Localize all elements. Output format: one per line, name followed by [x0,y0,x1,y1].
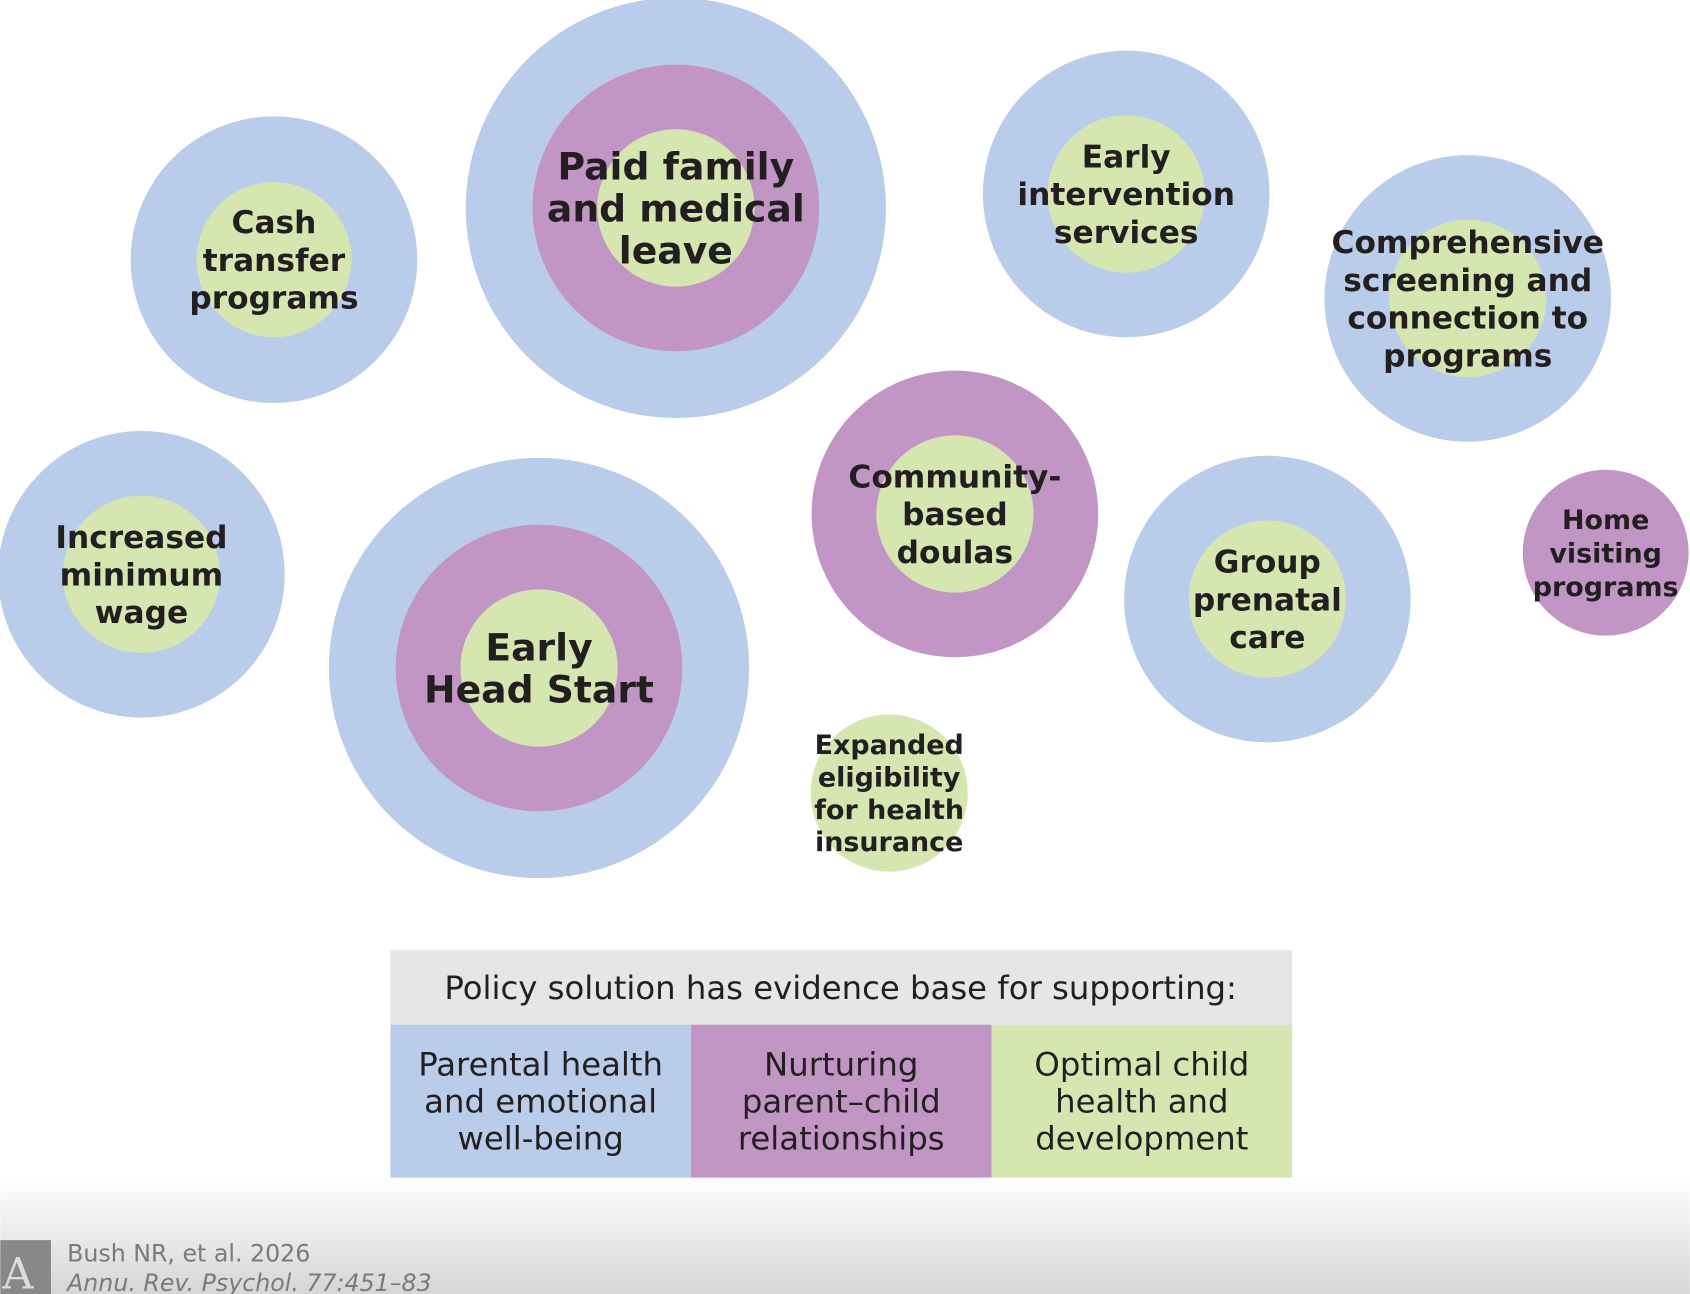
legend-label: and emotional [424,1082,657,1120]
logo-text: A [1,1250,34,1294]
policy-label: screening and [1343,263,1592,299]
citation: Bush NR, et al. 2026 [67,1240,310,1268]
ring-child [1188,520,1347,678]
policy-label: connection to [1347,301,1588,337]
policy-label: wage [95,595,188,631]
legend-label: health and [1055,1082,1228,1120]
legend-label: parent–child [742,1082,941,1120]
legend-label: relationships [738,1120,945,1158]
policy-label: Paid family [558,145,795,189]
policy-label: services [1054,215,1199,251]
policy-label: programs [1383,338,1552,374]
legend: Policy solution has evidence base for su… [390,950,1293,1178]
policy-label: intervention [1017,177,1235,213]
policy-label: doulas [897,535,1013,571]
legend-header: Policy solution has evidence base for su… [444,969,1237,1007]
policy-label: leave [619,229,733,273]
policy-label: care [1229,620,1305,656]
legend-label: well-being [457,1120,623,1158]
policy-label: Early [1082,139,1171,175]
policy-label: programs [189,281,358,317]
policy-label: programs [1533,572,1679,603]
legend-label: Parental health [418,1045,663,1083]
policy-label: and medical [547,187,805,231]
policy-label: Home [1562,505,1649,536]
policy-label: Early [485,626,592,670]
ring-child [196,182,352,338]
ring-child [1047,115,1205,273]
annual-reviews-logo [0,1240,51,1294]
ring-child [876,435,1034,593]
policy-label: for health [814,795,964,826]
legend-swatch [390,1024,691,1178]
policy-label: Cash [232,205,317,241]
footer: A Bush NR, et al. 2026 Annu. Rev. Psycho… [0,1240,432,1294]
ring-child [597,129,755,287]
policy-label: Head Start [424,668,654,712]
policy-label: Expanded [815,730,964,761]
legend-label: Optimal child [1034,1045,1249,1083]
footer-background [0,1174,1690,1294]
policy-label: visiting [1549,538,1662,569]
policy-label: Community- [848,459,1061,495]
policy-label: Group [1214,545,1321,581]
legend-swatch [991,1024,1293,1178]
ring-child [62,495,221,653]
ring-child [1389,219,1547,378]
policy-label: Increased [55,520,227,556]
ring-child [460,589,618,747]
legend-swatch [690,1024,992,1178]
ring-relationships [1522,469,1689,636]
policy-label: eligibility [818,763,961,794]
journal-reference: Annu. Rev. Psychol. 77:451–83 [65,1269,432,1294]
policy-label: based [902,497,1008,533]
legend-label: Nurturing [764,1045,918,1083]
ring-child [810,714,968,872]
policy-label: minimum [60,558,224,594]
policy-label: Comprehensive [1332,225,1604,261]
policy-label: transfer [203,243,346,279]
legend-header-bg [390,950,1293,1025]
policy-label: insurance [815,827,963,858]
legend-label: development [1035,1120,1248,1158]
policy-label: prenatal [1193,582,1342,618]
